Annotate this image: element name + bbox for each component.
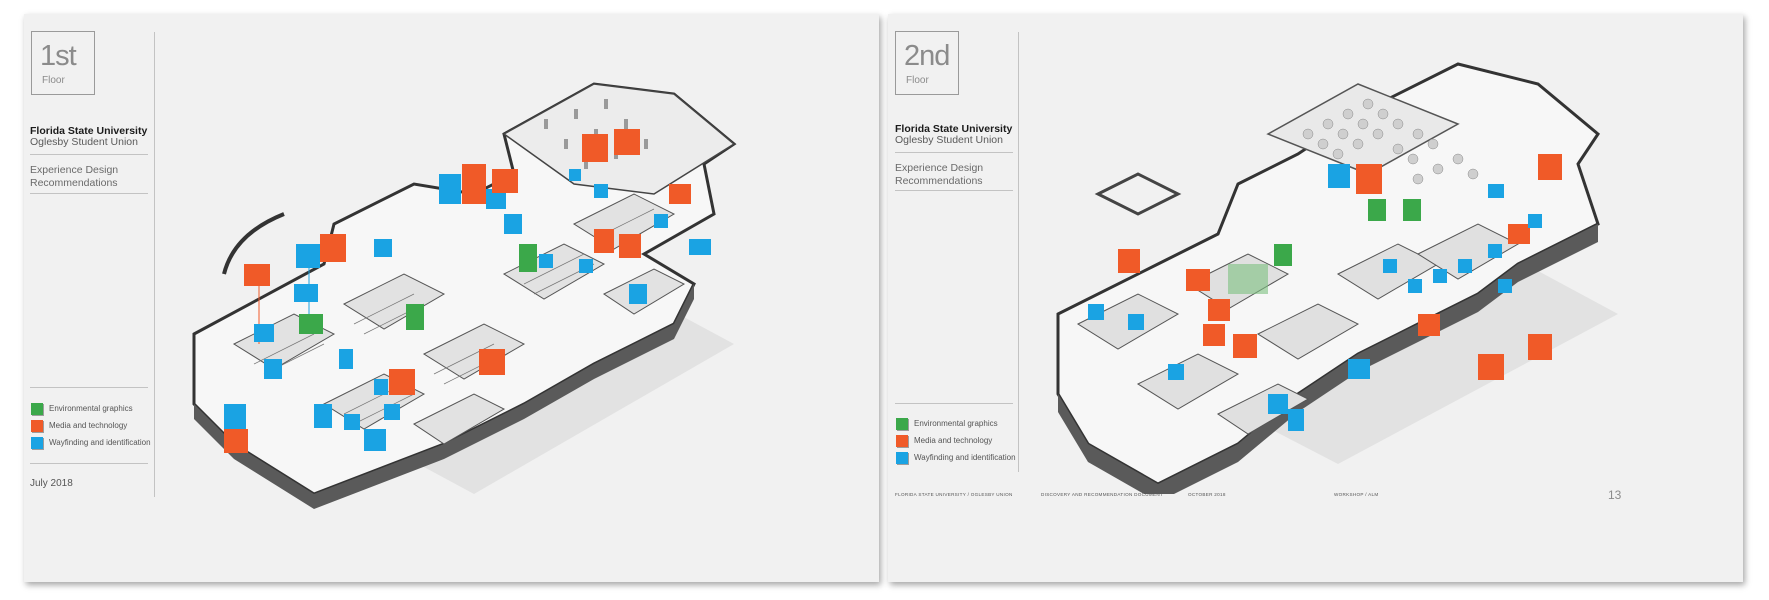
floor-label: Floor — [42, 75, 65, 86]
section-title: Experience Design Recommendations — [30, 164, 119, 189]
university-name: Florida State University — [30, 125, 148, 137]
document-date: July 2018 — [30, 478, 73, 489]
sidebar-divider — [1018, 32, 1019, 472]
floor-number: 1st — [40, 40, 77, 72]
page-number: 13 — [1608, 488, 1622, 502]
divider — [30, 154, 148, 155]
floor-number-box: 1st Floor — [31, 31, 95, 95]
university-name: Florida State University — [895, 123, 1013, 135]
divider — [895, 152, 1013, 153]
legend-swatch — [896, 418, 908, 430]
legend-swatch — [31, 403, 43, 415]
floor-label: Floor — [906, 75, 929, 86]
footer-institution: FLORIDA STATE UNIVERSITY / OGLESBY UNION — [895, 492, 1013, 497]
divider — [895, 403, 1013, 404]
footer-document-title: DISCOVERY AND RECOMMENDATION DOCUMENT — [1041, 492, 1164, 497]
second-floor-page: 2nd Floor Florida State University Ogles… — [888, 14, 1743, 582]
legend-swatch — [31, 420, 43, 432]
divider — [30, 387, 148, 388]
building-name: Oglesby Student Union — [895, 134, 1003, 146]
building-name: Oglesby Student Union — [30, 136, 138, 148]
footer-date: OCTOBER 2018 — [1188, 492, 1226, 497]
sidebar-divider — [154, 32, 155, 497]
legend-swatch — [31, 437, 43, 449]
divider — [895, 190, 1013, 191]
second-floor-isometric-plan — [1056, 62, 1618, 494]
first-floor-page: 1st Floor Florida State University Ogles… — [24, 14, 879, 582]
footer-credits: WORKSHOP / ALM — [1334, 492, 1379, 497]
first-floor-isometric-plan — [192, 82, 737, 509]
legend-swatch — [896, 435, 908, 447]
divider — [30, 193, 148, 194]
divider — [30, 463, 148, 464]
floor-number: 2nd — [904, 40, 950, 72]
floor-number-box: 2nd Floor — [895, 31, 959, 95]
legend-swatch — [896, 452, 908, 464]
section-title: Experience Design Recommendations — [895, 162, 984, 187]
